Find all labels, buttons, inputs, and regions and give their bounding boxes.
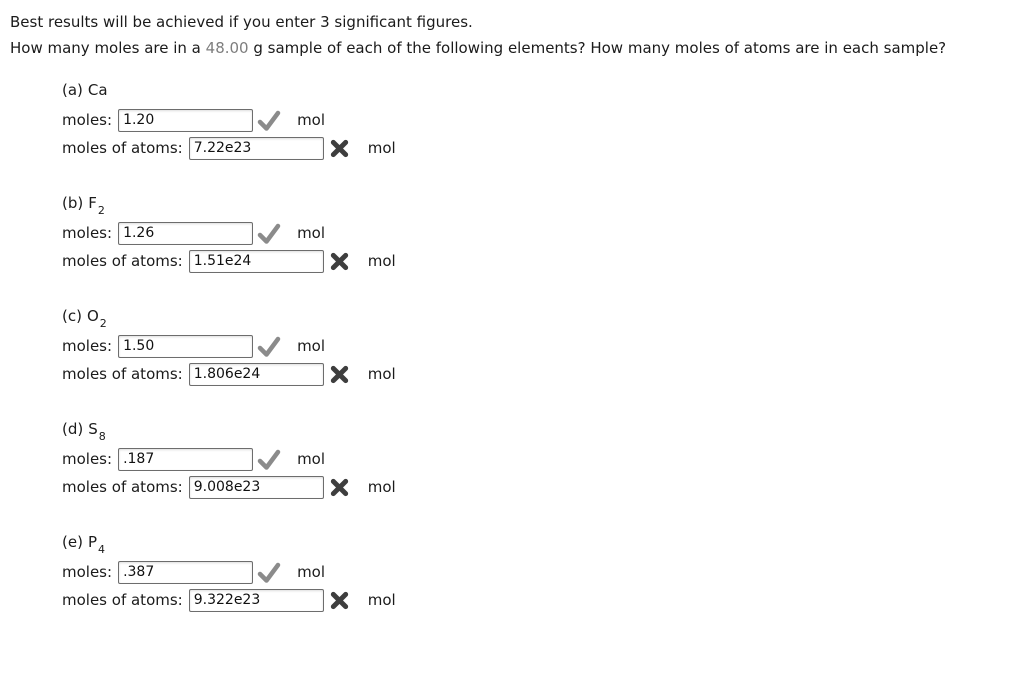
question-part: (c)O2 moles: mol moles of atoms: bbox=[62, 306, 1012, 388]
part-label: (e) bbox=[62, 533, 83, 551]
question-text: How many moles are in a 48.00 g sample o… bbox=[10, 35, 1012, 61]
element-subscript: 2 bbox=[97, 204, 105, 217]
part-heading: (b)F2 bbox=[62, 193, 1012, 216]
element-subscript: 4 bbox=[97, 543, 105, 556]
moles-of-atoms-label: moles of atoms: bbox=[62, 139, 183, 157]
unit-label: mol bbox=[367, 591, 396, 609]
element-symbol: O2 bbox=[86, 307, 107, 329]
question-text-before-mass: How many moles are in a bbox=[10, 39, 206, 57]
question-page: Best results will be achieved if you ent… bbox=[10, 9, 1012, 614]
moles-row: moles: mol bbox=[62, 219, 1012, 247]
unit-label: mol bbox=[367, 478, 396, 496]
moles-of-atoms-row: moles of atoms: mol bbox=[62, 247, 1012, 275]
moles-of-atoms-row: moles of atoms: mol bbox=[62, 473, 1012, 501]
element-symbol-text: O bbox=[86, 307, 99, 325]
element-symbol: P4 bbox=[87, 533, 105, 555]
check-icon bbox=[256, 108, 282, 132]
question-text-after-mass: g sample of each of the following elemen… bbox=[248, 39, 947, 57]
moles-input[interactable] bbox=[118, 334, 254, 358]
moles-of-atoms-label: moles of atoms: bbox=[62, 478, 183, 496]
x-icon bbox=[327, 362, 353, 386]
instruction-text: Best results will be achieved if you ent… bbox=[10, 13, 473, 31]
x-icon bbox=[327, 588, 353, 612]
unit-label: mol bbox=[297, 224, 326, 242]
part-heading: (c)O2 bbox=[62, 306, 1012, 329]
moles-input[interactable] bbox=[118, 447, 254, 471]
moles-row: moles: mol bbox=[62, 332, 1012, 360]
element-symbol-text: Ca bbox=[87, 81, 108, 99]
element-symbol: S8 bbox=[88, 420, 106, 442]
moles-row: moles: mol bbox=[62, 106, 1012, 134]
question-header: Best results will be achieved if you ent… bbox=[10, 9, 1012, 61]
moles-of-atoms-label: moles of atoms: bbox=[62, 591, 183, 609]
x-icon bbox=[327, 475, 353, 499]
moles-of-atoms-label: moles of atoms: bbox=[62, 252, 183, 270]
moles-of-atoms-row: moles of atoms: mol bbox=[62, 360, 1012, 388]
part-heading: (d)S8 bbox=[62, 419, 1012, 442]
unit-label: mol bbox=[297, 563, 326, 581]
moles-input[interactable] bbox=[118, 108, 254, 132]
mass-value: 48.00 bbox=[205, 39, 249, 57]
moles-label: moles: bbox=[62, 111, 113, 129]
moles-label: moles: bbox=[62, 337, 113, 355]
part-label: (b) bbox=[62, 194, 84, 212]
element-symbol-text: P bbox=[87, 533, 97, 551]
x-icon bbox=[327, 249, 353, 273]
moles-of-atoms-label: moles of atoms: bbox=[62, 365, 183, 383]
element-symbol: Ca bbox=[88, 81, 108, 99]
element-subscript: 8 bbox=[98, 430, 106, 443]
check-icon bbox=[256, 334, 282, 358]
element-symbol-text: F bbox=[88, 194, 97, 212]
part-label: (a) bbox=[62, 81, 83, 99]
moles-of-atoms-row: moles of atoms: mol bbox=[62, 586, 1012, 614]
part-label: (d) bbox=[62, 420, 84, 438]
parts-list: (a) Ca moles: mol moles of atoms: bbox=[62, 80, 1012, 614]
moles-of-atoms-input[interactable] bbox=[188, 249, 324, 273]
question-part: (a) Ca moles: mol moles of atoms: bbox=[62, 80, 1012, 162]
element-symbol-text: S bbox=[88, 420, 98, 438]
x-icon bbox=[327, 136, 353, 160]
check-icon bbox=[256, 447, 282, 471]
unit-label: mol bbox=[367, 252, 396, 270]
moles-input[interactable] bbox=[118, 221, 254, 245]
moles-of-atoms-row: moles of atoms: mol bbox=[62, 134, 1012, 162]
moles-of-atoms-input[interactable] bbox=[188, 362, 324, 386]
part-label: (c) bbox=[62, 307, 82, 325]
unit-label: mol bbox=[297, 450, 326, 468]
check-icon bbox=[256, 560, 282, 584]
element-subscript: 2 bbox=[99, 317, 107, 330]
moles-input[interactable] bbox=[118, 560, 254, 584]
moles-row: moles: mol bbox=[62, 445, 1012, 473]
moles-label: moles: bbox=[62, 563, 113, 581]
part-heading: (a) Ca bbox=[62, 80, 1012, 100]
part-heading: (e)P4 bbox=[62, 532, 1012, 555]
moles-of-atoms-input[interactable] bbox=[188, 136, 324, 160]
question-part: (b)F2 moles: mol moles of atoms: bbox=[62, 193, 1012, 275]
moles-label: moles: bbox=[62, 450, 113, 468]
question-part: (d)S8 moles: mol moles of atoms: bbox=[62, 419, 1012, 501]
unit-label: mol bbox=[367, 365, 396, 383]
unit-label: mol bbox=[297, 337, 326, 355]
moles-row: moles: mol bbox=[62, 558, 1012, 586]
moles-of-atoms-input[interactable] bbox=[188, 588, 324, 612]
check-icon bbox=[256, 221, 282, 245]
question-part: (e)P4 moles: mol moles of atoms: bbox=[62, 532, 1012, 614]
unit-label: mol bbox=[367, 139, 396, 157]
element-symbol: F2 bbox=[88, 194, 105, 216]
unit-label: mol bbox=[297, 111, 326, 129]
moles-label: moles: bbox=[62, 224, 113, 242]
moles-of-atoms-input[interactable] bbox=[188, 475, 324, 499]
